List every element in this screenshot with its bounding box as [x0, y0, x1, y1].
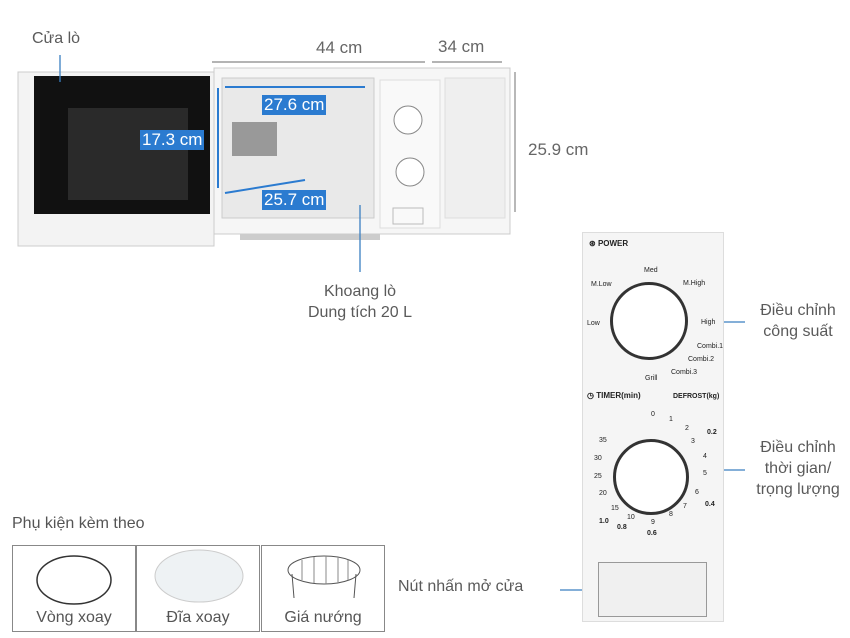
glass-plate-icon	[154, 549, 244, 603]
timer-adjust-label: Điều chỉnh thời gian/ trọng lượng	[748, 437, 848, 500]
timer-mark: 2	[685, 425, 689, 432]
timer-mark: 1	[669, 416, 673, 423]
cavity-dimension-arrows	[217, 86, 365, 194]
timer-mark: 7	[683, 503, 687, 510]
power-level: Med	[644, 267, 658, 274]
timer-mark: 6	[695, 489, 699, 496]
timer-adjust-line: trọng lượng	[756, 481, 840, 498]
power-adjust-label: Điều chỉnh công suất	[748, 300, 848, 342]
timer-title: ◷ TIMER(min)	[587, 391, 641, 400]
timer-adjust-line: Điều chỉnh	[760, 439, 836, 456]
control-panel: ⊛ POWER M.Low Med M.High Low High Combi.…	[582, 232, 724, 622]
timer-mark: 5	[703, 470, 707, 477]
timer-mark: 30	[594, 455, 602, 462]
power-level: Combi.1	[697, 343, 724, 350]
outer-dimension-arrows	[212, 61, 516, 212]
power-level: Combi.2	[688, 356, 715, 363]
capacity-label: Dung tích 20 L	[307, 304, 413, 321]
door-button-label: Nút nhấn mở cửa	[398, 578, 524, 595]
power-level: High	[701, 319, 716, 326]
oven-door	[17, 71, 215, 247]
defrost-mark: 0.2	[707, 429, 717, 436]
defrost-title: DEFROST(kg)	[673, 393, 720, 400]
power-level: M.Low	[591, 281, 612, 288]
defrost-mark: 0.8	[617, 524, 627, 531]
power-title: ⊛ POWER	[589, 239, 629, 248]
timer-adjust-line: thời gian/	[764, 460, 832, 477]
timer-mark: 35	[599, 437, 607, 444]
timer-mark: 25	[594, 473, 602, 480]
timer-mark: 9	[651, 519, 655, 526]
cavity-height-label: 17.3 cm	[140, 130, 205, 150]
accessory-label: Vòng xoay	[36, 609, 112, 626]
accessory-ring: Vòng xoay	[12, 545, 136, 632]
timer-mark: 10	[627, 514, 635, 521]
timer-mark: 4	[703, 453, 707, 460]
defrost-mark: 0.4	[705, 501, 715, 508]
rotating-ring-icon	[36, 555, 112, 605]
accessory-label: Đĩa xoay	[166, 609, 230, 626]
power-adjust-line: Điều chỉnh	[760, 302, 836, 319]
accessory-plate: Đĩa xoay	[136, 545, 260, 632]
defrost-mark: 0.6	[647, 530, 657, 537]
door-label: Cửa lò	[32, 30, 81, 47]
timer-mark: 15	[611, 505, 619, 512]
power-level: M.High	[683, 280, 706, 287]
cavity-title: Khoang lò	[323, 283, 397, 300]
width-label: 44 cm	[316, 38, 363, 57]
depth-label: 34 cm	[438, 37, 485, 56]
door-open-button[interactable]	[598, 562, 707, 617]
power-knob[interactable]	[610, 282, 688, 360]
accessory-grill-rack: Giá nướng	[261, 545, 385, 632]
accessories-title: Phụ kiện kèm theo	[12, 515, 145, 532]
power-level: Combi.3	[671, 369, 698, 376]
timer-mark: 8	[669, 511, 673, 518]
cavity-width-label: 27.6 cm	[262, 95, 327, 115]
timer-mark: 20	[599, 490, 607, 497]
timer-knob[interactable]	[613, 439, 689, 515]
power-adjust-line: công suất	[763, 323, 833, 340]
defrost-mark: 1.0	[599, 518, 609, 525]
power-level: Low	[587, 320, 600, 327]
power-level: Grill	[645, 375, 658, 382]
height-label: 25.9 cm	[528, 140, 589, 159]
cavity-depth-label: 25.7 cm	[262, 190, 327, 210]
grill-rack-icon	[287, 555, 361, 599]
oven-body	[213, 67, 511, 240]
accessory-label: Giá nướng	[284, 609, 362, 626]
timer-mark: 3	[691, 438, 695, 445]
timer-mark: 0	[651, 411, 655, 418]
